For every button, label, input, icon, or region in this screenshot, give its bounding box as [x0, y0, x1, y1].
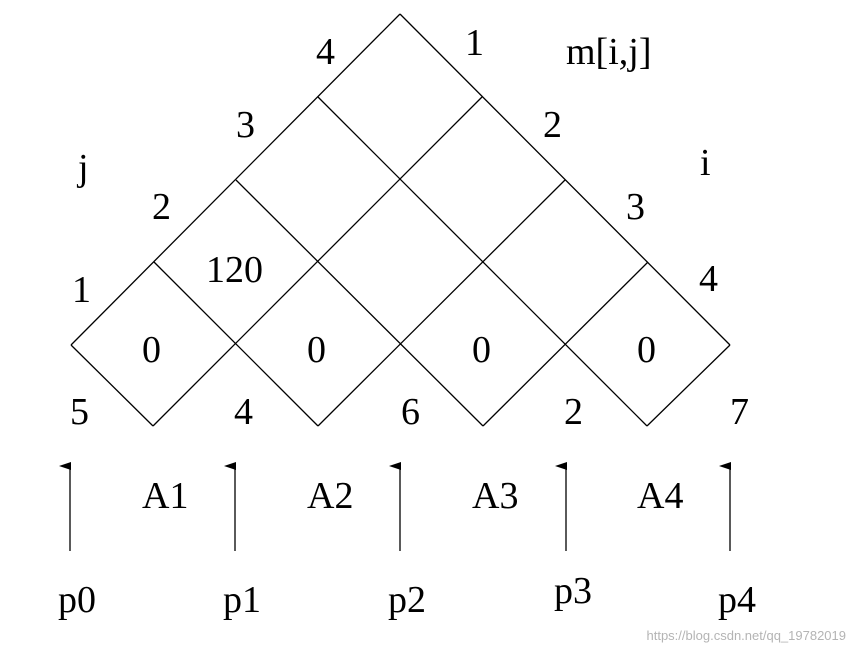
pointer-arrows	[59, 462, 731, 551]
i-index-label: 3	[626, 186, 645, 228]
matrix-label: A2	[307, 475, 353, 517]
cell-value: 0	[307, 329, 326, 371]
matrix-title: m[i,j]	[566, 31, 651, 73]
grid-line	[70, 344, 154, 427]
pointer-label: p3	[554, 570, 592, 612]
watermark: https://blog.csdn.net/qq_19782019	[647, 628, 847, 643]
grid-line	[70, 13, 401, 346]
grid-line	[235, 179, 484, 427]
matrix-label: A1	[142, 475, 188, 517]
i-index-label: 1	[465, 22, 484, 64]
pointer-label: p0	[58, 579, 96, 621]
pointer-label: p1	[223, 579, 261, 621]
grid-line	[646, 344, 731, 427]
i-axis-label: i	[700, 142, 711, 184]
pointer-label: p4	[718, 579, 756, 621]
i-index-label: 2	[543, 104, 562, 146]
cell-value: 0	[142, 329, 161, 371]
cell-value: 0	[472, 329, 491, 371]
dimension-label: 4	[234, 391, 253, 433]
i-index-label: 4	[699, 258, 718, 300]
j-axis-label: j	[76, 147, 89, 189]
grid-line	[153, 261, 319, 427]
cell-value: 0	[637, 329, 656, 371]
dimension-label: 6	[401, 391, 420, 433]
j-index-label: 1	[72, 269, 91, 311]
j-index-label: 4	[316, 31, 335, 73]
j-index-label: 3	[236, 104, 255, 146]
triangle-grid	[70, 13, 731, 427]
j-index-label: 2	[152, 186, 171, 228]
grid-line	[152, 96, 483, 427]
dimension-label: 7	[730, 391, 749, 433]
grid-line	[317, 179, 566, 427]
grid-line	[399, 13, 731, 346]
matrix-label: A3	[472, 475, 518, 517]
pointer-label: p2	[388, 579, 426, 621]
cell-value: 120	[206, 249, 263, 291]
dimension-label: 5	[70, 391, 89, 433]
matrix-label: A4	[637, 475, 683, 517]
dimension-label: 2	[564, 391, 583, 433]
grid-line	[482, 261, 649, 427]
